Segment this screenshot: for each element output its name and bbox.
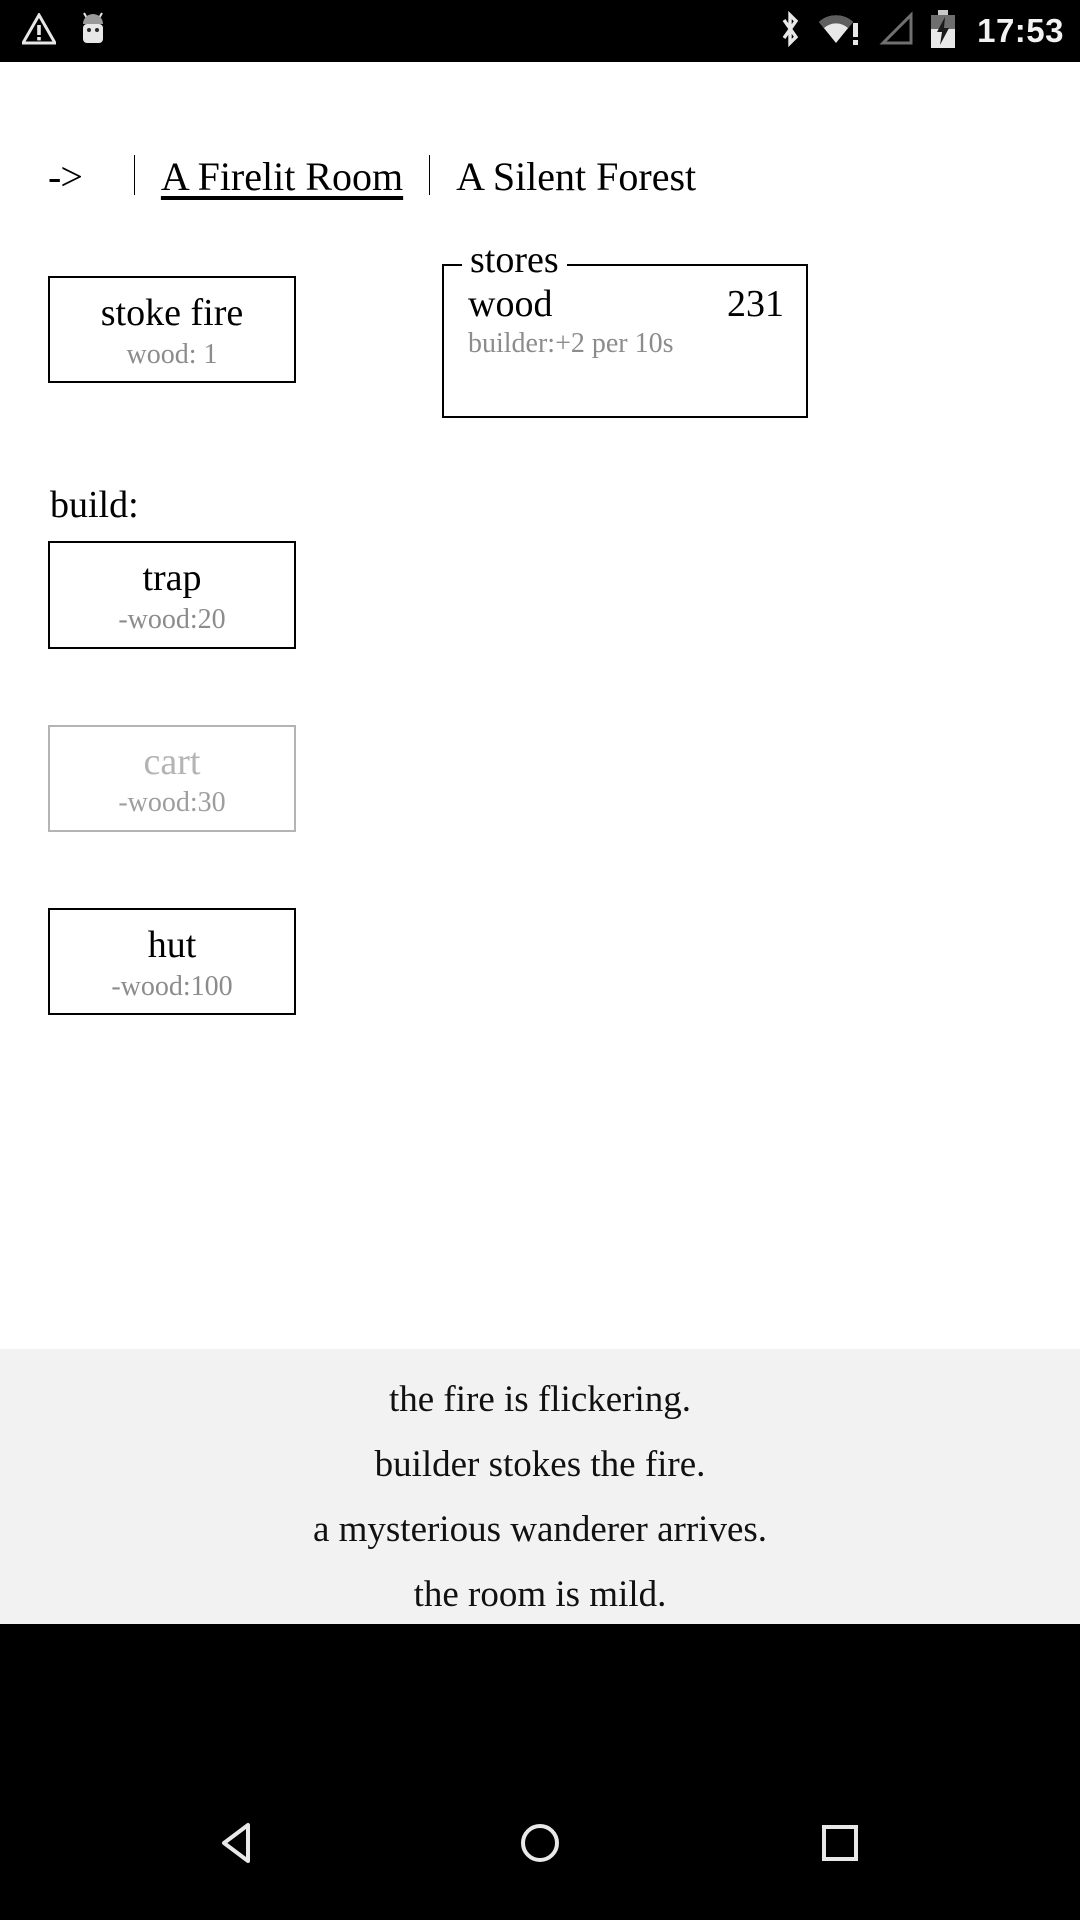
status-bar-clock: 17:53: [977, 12, 1064, 49]
message-log: the fire is flickering. builder stokes t…: [0, 1349, 1080, 1624]
stoke-fire-label: stoke fire: [100, 292, 244, 334]
build-trap-label: trap: [142, 557, 202, 600]
stores-row-wood: wood 231: [444, 266, 806, 326]
stores-wood-detail: builder:+2 per 10s: [468, 328, 674, 359]
layout-spacer: [48, 832, 308, 908]
cellular-no-signal-icon: [877, 10, 915, 53]
status-bar-right-icons: 17:53: [777, 9, 1064, 54]
stores-wood-value: 231: [727, 283, 784, 325]
build-heading: build:: [50, 484, 139, 527]
build-button-hut[interactable]: hut -wood:100: [48, 907, 296, 1016]
location-nav: -> A Firelit Room A Silent Forest: [0, 62, 1080, 200]
stores-wood-name: wood: [468, 283, 553, 325]
android-robot-icon: [76, 11, 110, 52]
build-button-trap[interactable]: trap -wood:20: [48, 541, 296, 649]
log-message: builder stokes the fire.: [374, 1444, 706, 1485]
status-bar: 17:53: [0, 0, 1080, 62]
layout-spacer: [48, 383, 308, 483]
home-button[interactable]: [480, 1795, 600, 1895]
home-icon: [512, 1815, 568, 1876]
nav-tab-a-firelit-room[interactable]: A Firelit Room: [160, 154, 404, 199]
letterbox-area: [0, 1624, 1080, 1770]
game-viewport: -> A Firelit Room A Silent Forest stoke …: [0, 62, 1080, 1349]
log-message: a mysterious wanderer arrives.: [312, 1509, 768, 1550]
stores-legend: stores: [462, 241, 567, 279]
nav-tab-a-silent-forest[interactable]: A Silent Forest: [456, 154, 697, 199]
battery-charging-icon: [929, 9, 957, 54]
log-message: the fire is flickering.: [388, 1379, 692, 1420]
nav-arrow-indicator: ->: [48, 154, 83, 199]
recents-button[interactable]: [780, 1795, 900, 1895]
warning-triangle-icon: [20, 11, 58, 50]
bluetooth-icon: [777, 10, 803, 53]
stores-panel: stores wood 231 builder:+2 per 10s: [442, 241, 808, 418]
build-hut-cost: -wood:100: [111, 970, 233, 1002]
status-bar-left-icons: [20, 11, 110, 52]
layout-spacer: [48, 649, 308, 725]
build-trap-cost: -wood:20: [118, 604, 226, 636]
wifi-no-internet-icon: [817, 10, 863, 53]
log-message: the room is mild.: [413, 1574, 667, 1615]
stoke-fire-button[interactable]: stoke fire wood: 1: [48, 276, 296, 384]
recents-icon: [812, 1815, 868, 1876]
nav-divider: [429, 155, 431, 195]
back-button[interactable]: [180, 1795, 300, 1895]
build-hut-label: hut: [147, 923, 197, 966]
build-cart-cost: -wood:30: [118, 787, 226, 819]
back-icon: [212, 1815, 268, 1876]
nav-divider: [133, 155, 135, 195]
build-cart-label: cart: [143, 740, 201, 783]
android-navigation-bar: [0, 1770, 1080, 1920]
actions-column: stoke fire wood: 1 build: trap -wood:20 …: [48, 276, 308, 1016]
build-button-cart[interactable]: cart -wood:30: [48, 724, 296, 832]
stoke-fire-cost: wood: 1: [126, 338, 218, 370]
